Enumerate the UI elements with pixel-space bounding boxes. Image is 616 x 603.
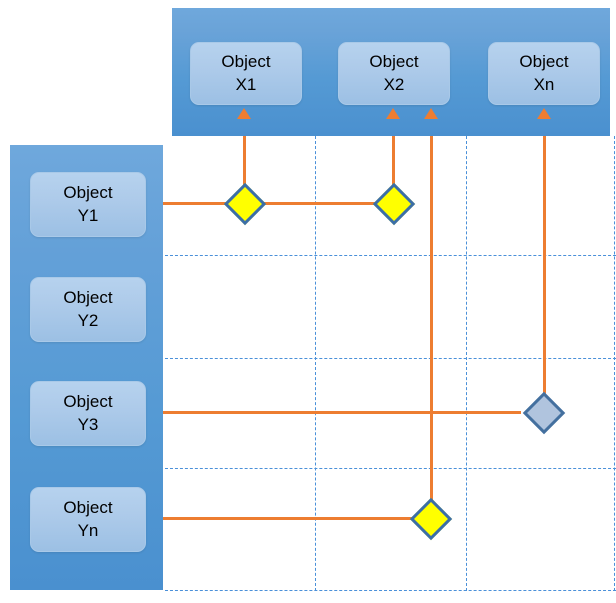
grid-line-vertical-3: [614, 136, 615, 591]
object-node-x1-line2: X1: [235, 74, 257, 94]
connector-col-x2-right: [430, 118, 433, 518]
connector-col-xn: [543, 118, 546, 412]
object-node-y3-line1: Object: [63, 392, 113, 412]
object-node-yn-line2: Yn: [77, 520, 99, 540]
intersection-marker-y1-x1[interactable]: [223, 182, 267, 226]
grid-line-vertical-1: [315, 136, 316, 591]
connector-col-x2-left: [392, 118, 395, 203]
object-node-x1[interactable]: Object X1: [190, 42, 302, 105]
connector-col-x1: [243, 118, 246, 203]
object-node-y2[interactable]: Object Y2: [30, 277, 146, 342]
object-node-y1-line1: Object: [63, 183, 113, 203]
intersection-marker-yn-x2[interactable]: [409, 497, 453, 541]
grid-line-horizontal-4: [165, 590, 616, 591]
arrow-icon-x1: [237, 108, 251, 119]
object-node-x2[interactable]: Object X2: [338, 42, 450, 105]
object-node-xn-line2: Xn: [533, 74, 555, 94]
object-node-y3-line2: Y3: [77, 414, 99, 434]
object-node-y1-line2: Y1: [77, 205, 99, 225]
object-node-yn[interactable]: Object Yn: [30, 487, 146, 552]
object-node-x2-line1: Object: [369, 52, 419, 72]
grid-line-horizontal-1: [165, 255, 616, 256]
connector-row-y3: [146, 411, 521, 414]
object-node-y3[interactable]: Object Y3: [30, 381, 146, 446]
intersection-marker-y3-xn[interactable]: [522, 391, 566, 435]
arrow-icon-x2-left: [386, 108, 400, 119]
arrow-icon-xn: [537, 108, 551, 119]
object-node-y1[interactable]: Object Y1: [30, 172, 146, 237]
connector-row-y1: [146, 202, 389, 205]
object-node-x1-line1: Object: [221, 52, 271, 72]
object-node-xn[interactable]: Object Xn: [488, 42, 600, 105]
object-node-y2-line1: Object: [63, 288, 113, 308]
arrow-icon-x2-right: [424, 108, 438, 119]
object-node-x2-line2: X2: [383, 74, 405, 94]
intersection-marker-y1-x2[interactable]: [372, 182, 416, 226]
grid-line-horizontal-2: [165, 358, 616, 359]
object-node-yn-line1: Object: [63, 498, 113, 518]
grid-line-vertical-2: [466, 136, 467, 591]
connector-row-yn: [146, 517, 415, 520]
object-node-xn-line1: Object: [519, 52, 569, 72]
object-node-y2-line2: Y2: [77, 310, 99, 330]
grid-line-horizontal-3: [165, 468, 616, 469]
